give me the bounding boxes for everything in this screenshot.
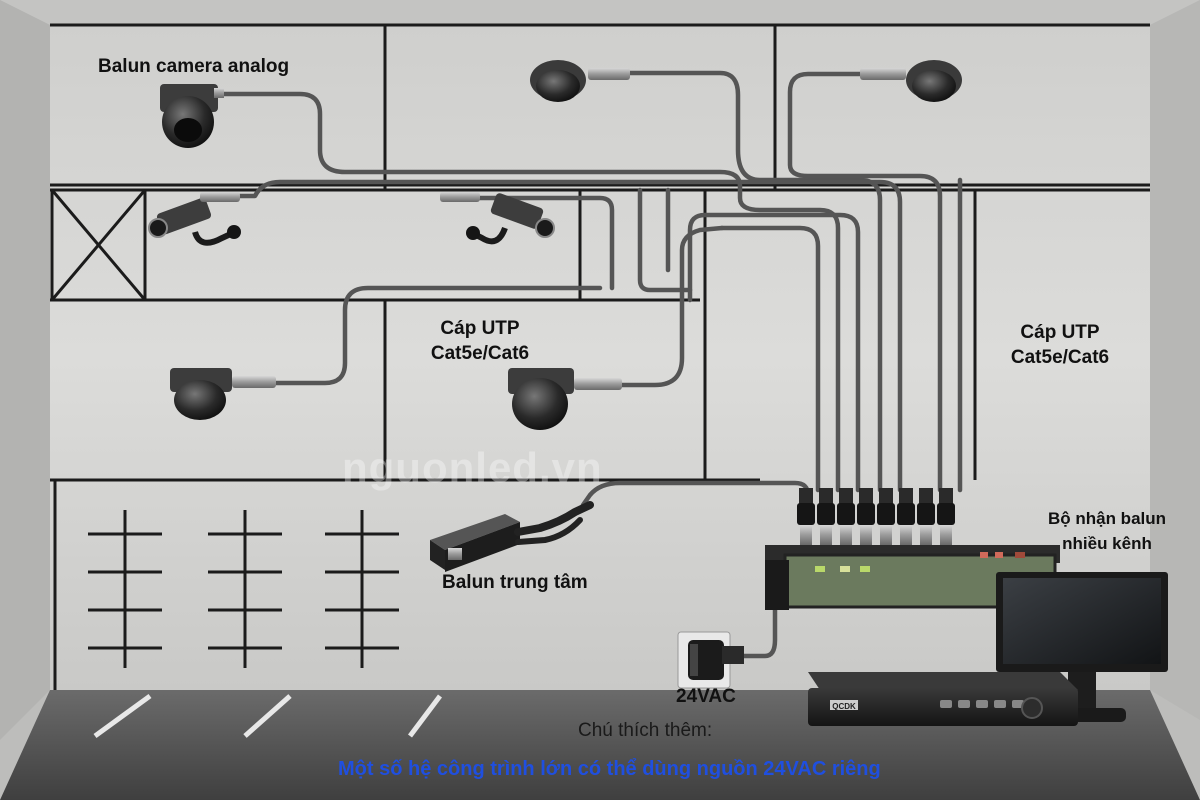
receiver-connectors	[797, 488, 955, 545]
bullet-camera-center	[440, 192, 555, 245]
monitor	[996, 572, 1168, 722]
label-utp-right-line2: Cat5e/Cat6	[1010, 347, 1110, 368]
power-adapter	[677, 631, 744, 689]
label-power-24vac: 24VAC	[676, 686, 736, 707]
utp-cables	[215, 70, 963, 659]
dome-camera-top-center	[530, 60, 630, 102]
dome-camera-bottom-center	[508, 368, 622, 430]
label-balun-camera: Balun camera analog	[98, 56, 290, 77]
label-utp-right-line1: Cáp UTP	[1020, 322, 1100, 343]
label-balun-center: Balun trung tâm	[442, 572, 588, 593]
dvr-badge: QCDK	[832, 702, 856, 711]
balun-center-device	[430, 501, 594, 572]
dvr-recorder	[808, 672, 1078, 726]
watermark: nguonled.vn	[342, 444, 603, 491]
label-receiver-line2: nhiều kênh	[1062, 534, 1152, 553]
label-receiver-line1: Bộ nhận balun	[1047, 509, 1167, 528]
label-receiver: Bộ nhận balun nhiều kênh	[1022, 506, 1192, 556]
dome-camera-top-left	[160, 84, 224, 148]
label-utp-left-line2: Cat5e/Cat6	[430, 343, 530, 364]
dome-camera-bottom-left	[170, 368, 276, 420]
dome-camera-top-right	[860, 60, 962, 102]
note-text: Một số hệ công trình lớn có thể dùng ngu…	[338, 758, 881, 780]
label-utp-left-line1: Cáp UTP	[440, 318, 520, 339]
note-title: Chú thích thêm:	[578, 720, 713, 741]
bullet-camera-left	[148, 192, 241, 246]
wall-line-pattern	[50, 23, 1150, 690]
label-utp-right: Cáp UTP Cat5e/Cat6	[985, 320, 1135, 370]
label-utp-left: Cáp UTP Cat5e/Cat6	[395, 316, 565, 366]
